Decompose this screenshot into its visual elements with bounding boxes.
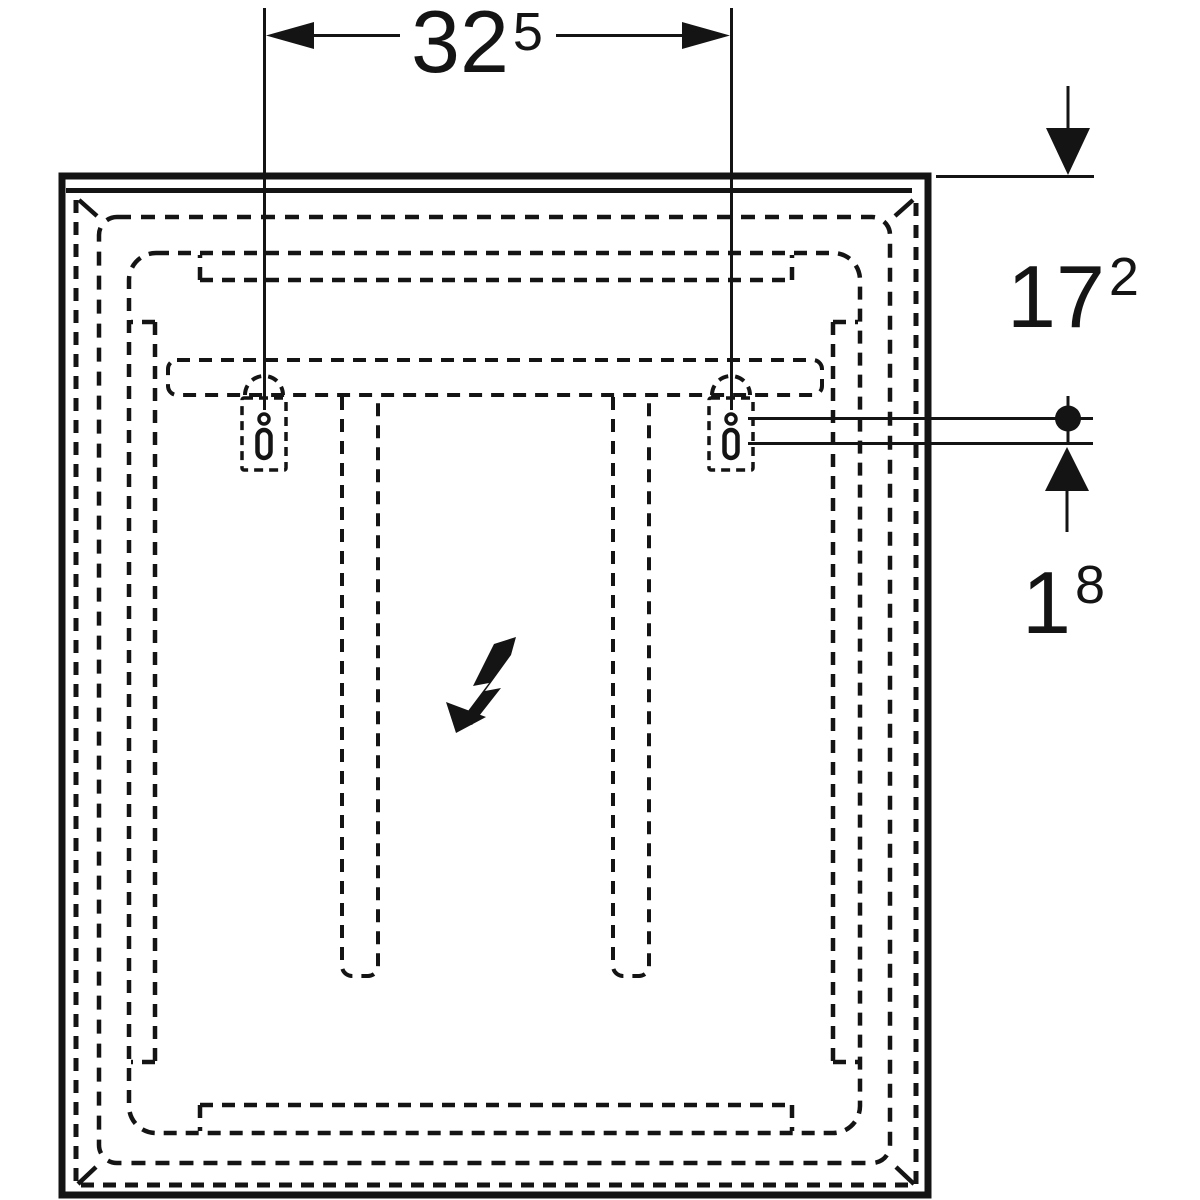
lightning-bolt-body — [462, 637, 516, 725]
top-offset-arrow-down — [1046, 128, 1090, 175]
hole-offset-dimension — [748, 396, 1093, 532]
width-dimension — [263, 8, 733, 410]
width-dimension-label: 325 — [411, 0, 543, 91]
top-offset-dimension — [936, 86, 1094, 178]
bevel-diagonal-bottom-left — [76, 1165, 98, 1186]
hole-offset-value: 1 — [1022, 553, 1071, 652]
hole-offset-superscript: 8 — [1075, 555, 1105, 615]
power-supply-icon — [446, 637, 516, 733]
width-value: 32 — [411, 0, 509, 91]
right-bracket-slot — [722, 427, 740, 461]
bevel-diagonal-top-left — [77, 198, 99, 218]
housing-frame-inner — [131, 255, 858, 1131]
mirror-outer-edge — [58, 172, 932, 1199]
top-offset-value: 17 — [1007, 247, 1105, 346]
width-arrow-right — [682, 22, 730, 49]
top-offset-superscript: 2 — [1109, 247, 1139, 307]
hole-offset-dimension-label: 18 — [1022, 553, 1105, 652]
right-hanger-arc — [710, 374, 752, 396]
vertical-profile-right — [611, 397, 651, 978]
bevel-diagonal-top-right — [893, 198, 915, 218]
bevel-inner-frame — [96, 214, 893, 1166]
glass-edge-path — [73, 200, 919, 1188]
bevel-diagonal-bottom-right — [894, 1165, 916, 1186]
left-hanger-arc — [243, 374, 285, 396]
lightning-bolt-arrowhead — [446, 702, 486, 733]
width-arrow-left — [266, 22, 314, 49]
hole-offset-arrow-up — [1045, 447, 1089, 491]
top-offset-dimension-label: 172 — [1007, 247, 1139, 346]
mirror-outline — [58, 172, 932, 1199]
mounting-rail — [166, 358, 824, 397]
bevel-corner-diagonals — [76, 198, 916, 1186]
left-bracket-slot — [255, 427, 273, 461]
hole-reference-dot — [1055, 405, 1081, 432]
housing-frame-outer — [126, 250, 863, 1136]
left-bracket-hole — [257, 412, 271, 426]
right-bracket-hole — [724, 412, 738, 426]
vertical-profile-left — [340, 397, 380, 978]
glass-edge-hidden-line — [73, 200, 919, 1188]
width-superscript: 5 — [513, 2, 543, 62]
